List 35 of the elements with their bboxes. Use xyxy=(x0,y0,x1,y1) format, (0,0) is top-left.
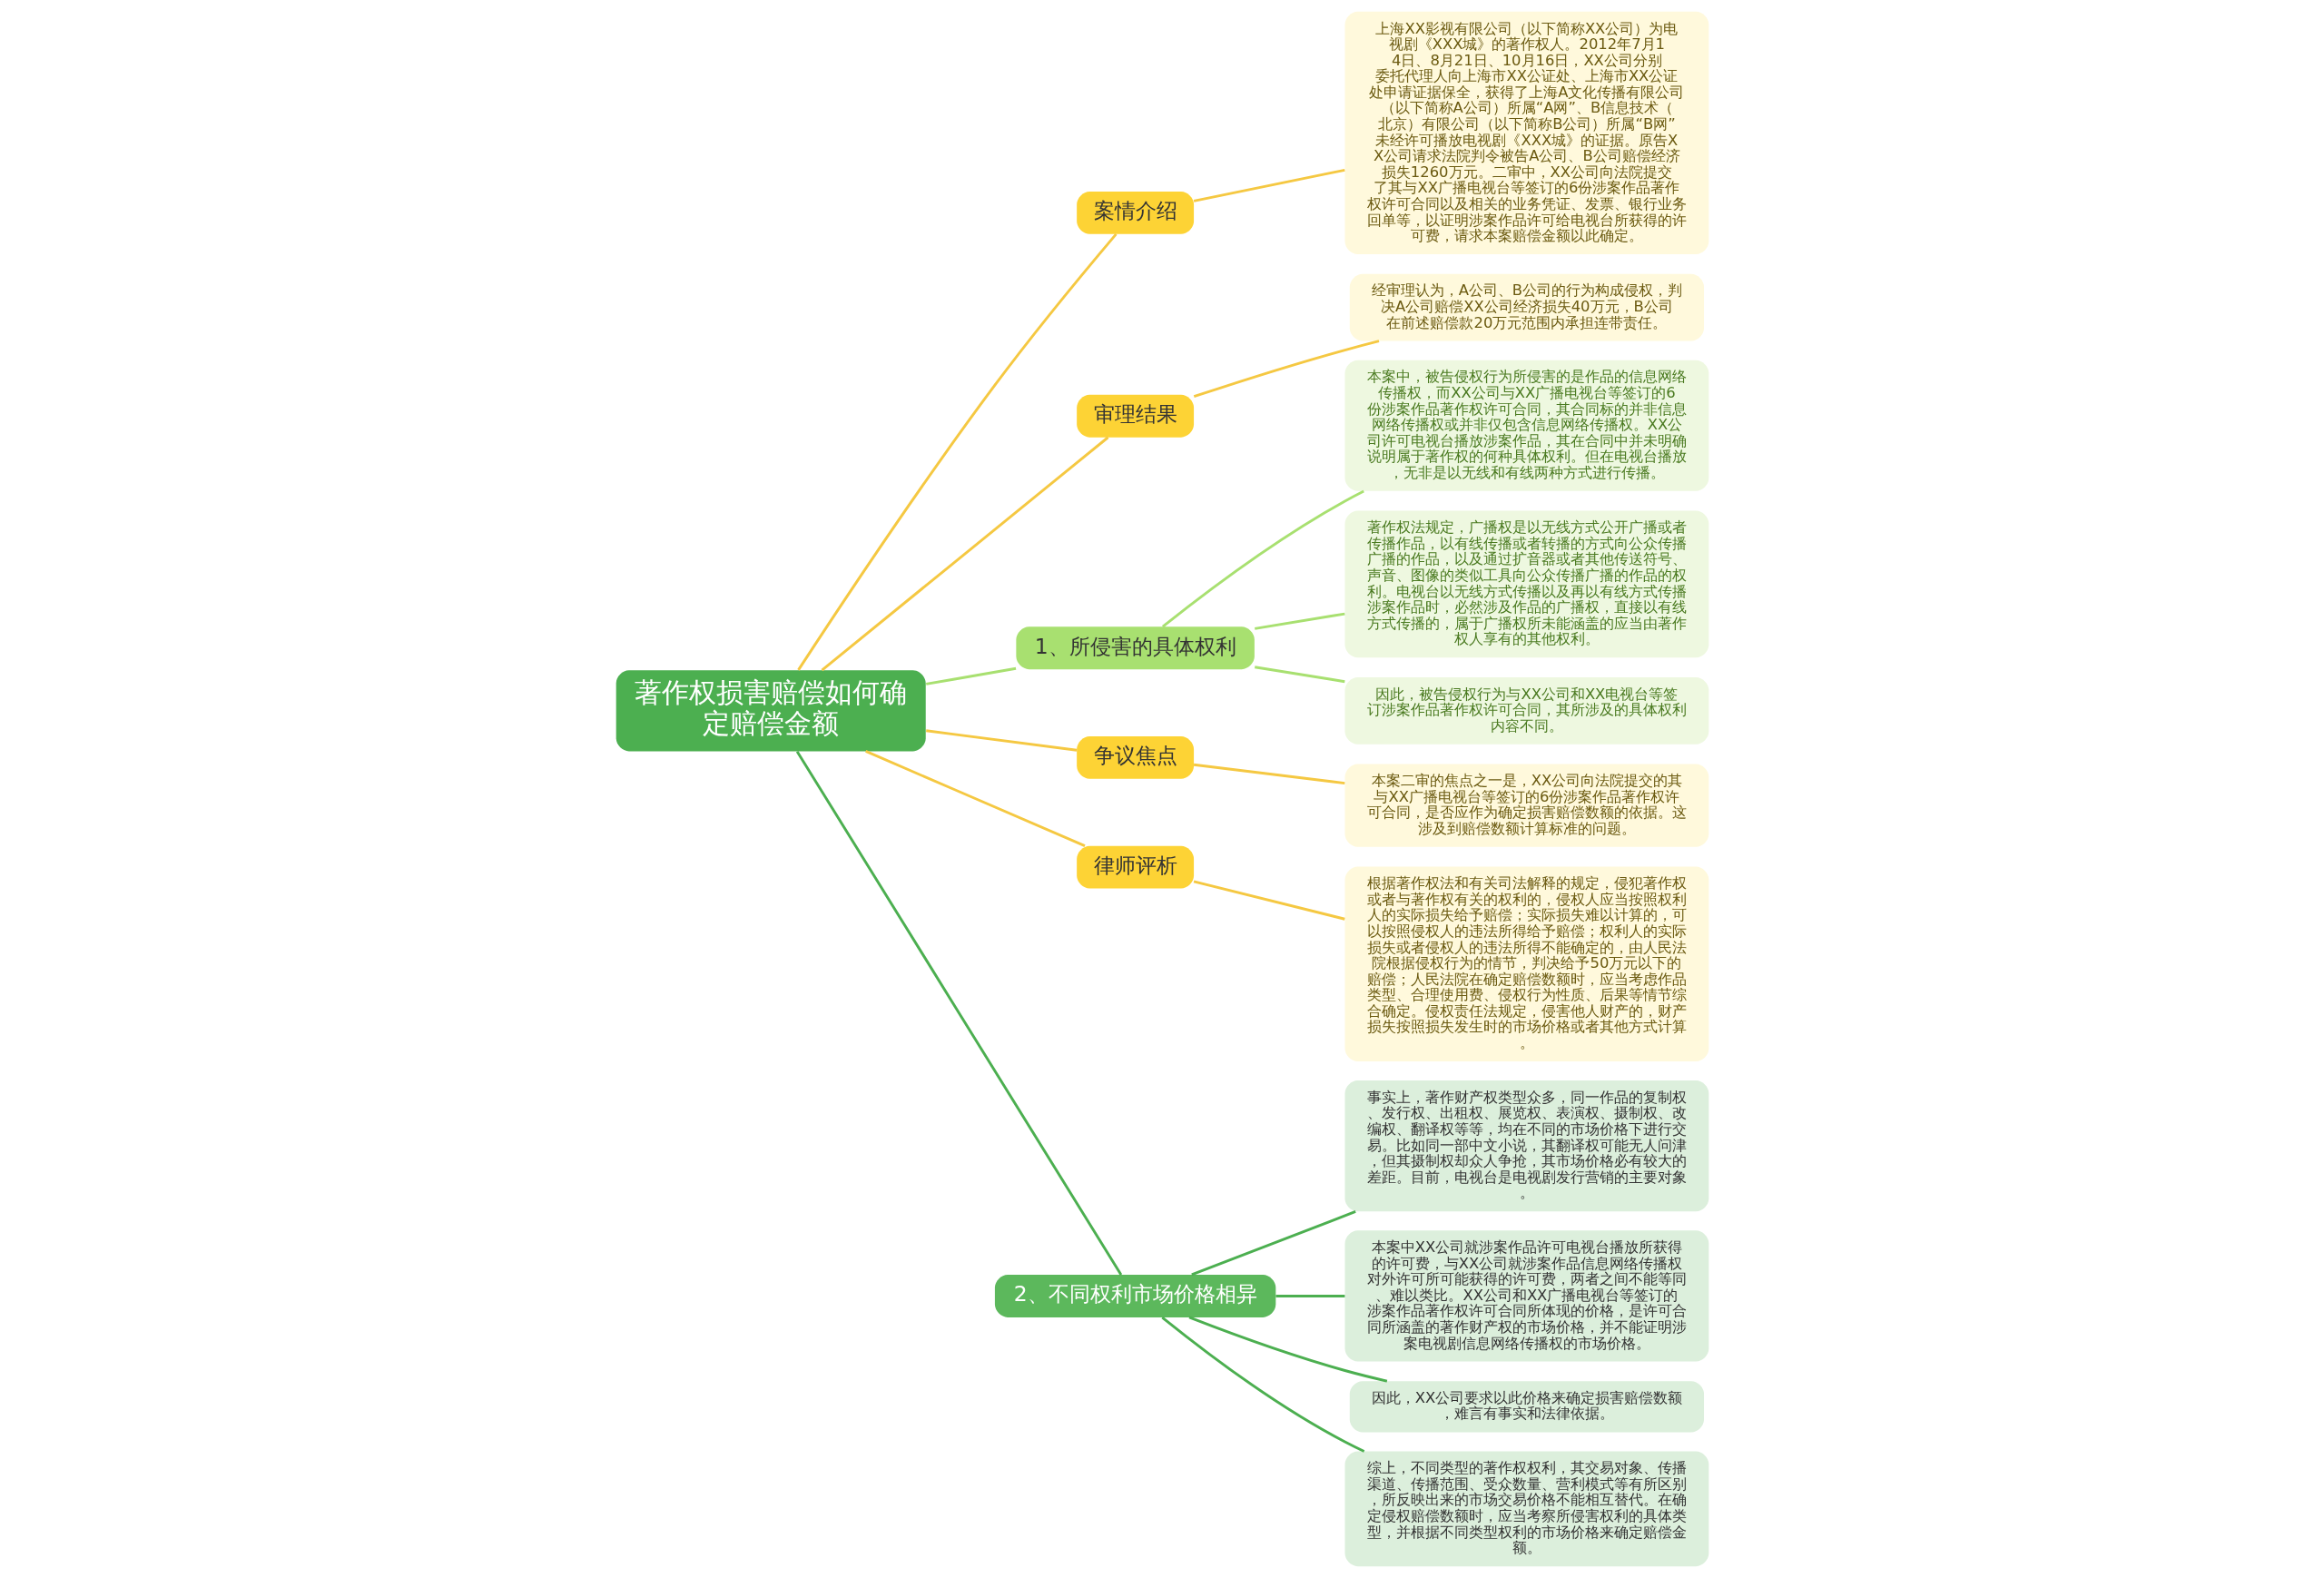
connector xyxy=(1160,1316,1364,1453)
node-box: 本案中XX公司就涉案作品许可电视台播放所获得的许可费，与XX公司就涉案作品信息网络传播权对外许可所可能获得的许可费，两者之间不能等同、难以类比。XX公司和XX广播电视台等签订的涉案作品著作权许可合同所体现的价格，是许可合同所涵盖的著作财产权的市场价格，并不能证明涉案电视剧信息网络传播权的市场价格。 xyxy=(1344,1230,1709,1362)
node-box: 著作权法规定，广播权是以无线方式公开广播或者传播作品，以有线传播或者转播的方式向公众传播广播的作品，以及通过扩音器或者其他传送符号、声音、图像的类似工具向公众传播广播的作品的权利。电视台以无线方式传播以及再以有线方式传播涉案作品时，必然涉及作品的广播权，直接以有线方式传播的，属于广播权所未能涵盖的应当由著作权人享有的其他权利。 xyxy=(1344,510,1709,658)
node-box: 1、所侵害的具体权利 xyxy=(1015,626,1255,670)
connector xyxy=(1190,1210,1356,1277)
connector xyxy=(821,436,1108,672)
node-box: 案情介绍 xyxy=(1076,191,1194,234)
connector xyxy=(795,750,1122,1276)
connector xyxy=(1193,340,1379,399)
node-box: 经审理认为，A公司、B公司的行为构成侵权，判决A公司赔偿XX公司经济损失40万元，B公司在前述赔偿款20万元范围内承担连带责任。 xyxy=(1349,273,1704,341)
connector xyxy=(1188,1316,1387,1383)
node-box: 争议焦点 xyxy=(1076,736,1194,779)
node-box: 2、不同权利市场价格相异 xyxy=(994,1275,1275,1317)
node-box: 因此，XX公司要求以此价格来确定损害赔偿数额，难言有事实和法律依据。 xyxy=(1349,1381,1704,1433)
node-box: 本案二审的焦点之一是，XX公司向法院提交的其与XX广播电视台等签订的6份涉案作品著作权许可合同，是否应作为确定损害赔偿数额的依据。这涉及到赔偿数额计算标准的问题。 xyxy=(1344,764,1709,847)
connector xyxy=(925,729,1077,752)
connector xyxy=(925,666,1016,685)
connector xyxy=(1161,489,1364,628)
connector xyxy=(1254,666,1345,684)
connector xyxy=(1193,763,1344,785)
node-box: 律师评析 xyxy=(1076,845,1194,889)
connector xyxy=(1193,168,1345,202)
connector xyxy=(1254,612,1345,630)
node-box: 综上，不同类型的著作权权利，其交易对象、传播渠道、传播范围、受众数量、营利模式等有所区别，所反映出来的市场交易价格不能相互替代。在确定侵权赔偿数额时，应当考察所侵害权利的具体类型，并根据不同类型权利的市场价格来确定赔偿金额。 xyxy=(1344,1451,1709,1567)
node-box: 根据著作权法和有关司法解释的规定，侵犯著作权或者与著作权有关的权利的，侵权人应当按照权利人的实际损失给予赔偿；实际损失难以计算的，可以按照侵权人的违法所得给予赔偿；权利人的实际损失或者侵权人的违法所得不能确定的，由人民法院根据侵权行为的情节，判决给予50万元以下的赔偿；人民法院在确定赔偿数额时，应当考虑作品类型、合理使用费、侵权行为性质、后果等情节综合确定。侵权责任法规定，侵害他人财产的，财产损失按照损失发生时的市场价格或者其他方式计算。 xyxy=(1344,866,1709,1062)
connector xyxy=(1193,880,1345,921)
connector xyxy=(864,750,1086,847)
node-box: 因此，被告侵权行为与XX公司和XX电视台等签订涉案作品著作权许可合同，其所涉及的具体权利内容不同。 xyxy=(1344,676,1709,745)
node-box: 本案中，被告侵权行为所侵害的是作品的信息网络传播权，而XX公司与XX广播电视台等签订的6份涉案作品著作权许可合同，其合同标的并非信息网络传播权或并非仅包含信息网络传播权。XX公司许可电视台播放涉案作品，其在合同中并未明确说明属于著作权的何种具体权利。但在电视台播放，无非是以无线和有线两种方式进行传播。 xyxy=(1344,360,1709,491)
node-box: 审理结果 xyxy=(1076,394,1194,438)
connector xyxy=(1275,1295,1344,1297)
node-box: 上海XX影视有限公司（以下简称XX公司）为电视剧《XXX城》的著作权人。2012年7月14日、8月21日、10月16日，XX公司分别委托代理人向上海市XX公证处、上海市XX公证处申请证据保全，获得了上海A文化传播有限公司（以下简称A公司）所属“A网”、B信息技术（北京）有限公司（以下简称B公司）所属“B网”未经许可播放电视剧《XXX城》的证据。原告XX公司请求法院判令被告A公司、B公司赔偿经济损失1260万元。二审中，XX公司向法院提交了其与XX广播电视台等签订的6份涉案作品著作权许可合同以及相关的业务凭证、发票、银行业务回单等，以证明涉案作品许可给电视台所获得的许可费，请求本案赔偿金额以此确定。 xyxy=(1344,11,1709,255)
connector xyxy=(796,232,1118,671)
node-box: 事实上，著作财产权类型众多，同一作品的复制权、发行权、出租权、展览权、表演权、摄制权、改编权、翻译权等等，均在不同的市场价格下进行交易。比如同一部中文小说，其翻译权可能无人问津，但其摄制权却众人争抢，其市场价格必有较大的差距。目前，电视台是电视剧发行营销的主要对象。 xyxy=(1344,1080,1709,1212)
node-box: 著作权损害赔偿如何确定赔偿金额 xyxy=(615,670,926,752)
